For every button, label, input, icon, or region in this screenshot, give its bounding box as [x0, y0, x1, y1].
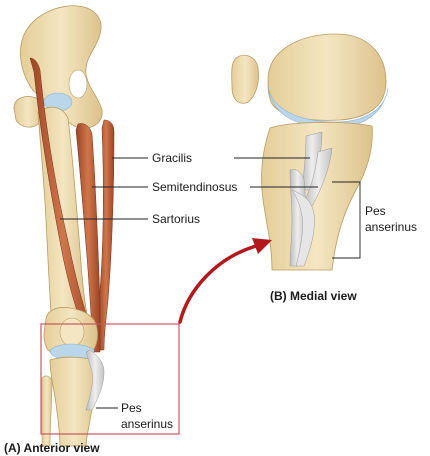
- knee-highlight-box: [40, 323, 180, 435]
- pes-anserinus-tendon-anterior: [85, 349, 105, 411]
- anterior-view-caption: (A) Anterior view: [4, 441, 100, 455]
- pes-anserinus-bracket-medial: [332, 181, 361, 259]
- gracilis-label: Gracilis: [152, 151, 192, 165]
- semitendinosus-tendon-medial: [303, 147, 333, 207]
- callout-arrow: [178, 238, 272, 324]
- patella: [59, 317, 85, 347]
- femoral-condyle-medial: [267, 33, 387, 121]
- pes-anserinus-medial-label-line1: Pes: [365, 204, 386, 218]
- anterior-view-illustration: [13, 5, 115, 447]
- pes-anserinus-medial-label-line2: anserinus: [365, 220, 417, 234]
- medial-view-illustration: [231, 33, 389, 271]
- pes-anserinus-anterior-label-line1: Pes: [121, 401, 142, 415]
- sartorius-label: Sartorius: [152, 212, 200, 226]
- pes-anserinus-anterior-label-line2: anserinus: [121, 417, 173, 431]
- semitendinosus-label: Semitendinosus: [152, 180, 237, 194]
- pes-anserinus-insertion-medial: [291, 189, 315, 267]
- semitendinosus-muscle: [75, 123, 101, 353]
- gracilis-muscle: [97, 119, 115, 351]
- medial-view-caption: (B) Medial view: [270, 289, 357, 303]
- fibula: [41, 375, 53, 447]
- obturator-foramen: [68, 69, 88, 99]
- patella-medial: [231, 54, 259, 104]
